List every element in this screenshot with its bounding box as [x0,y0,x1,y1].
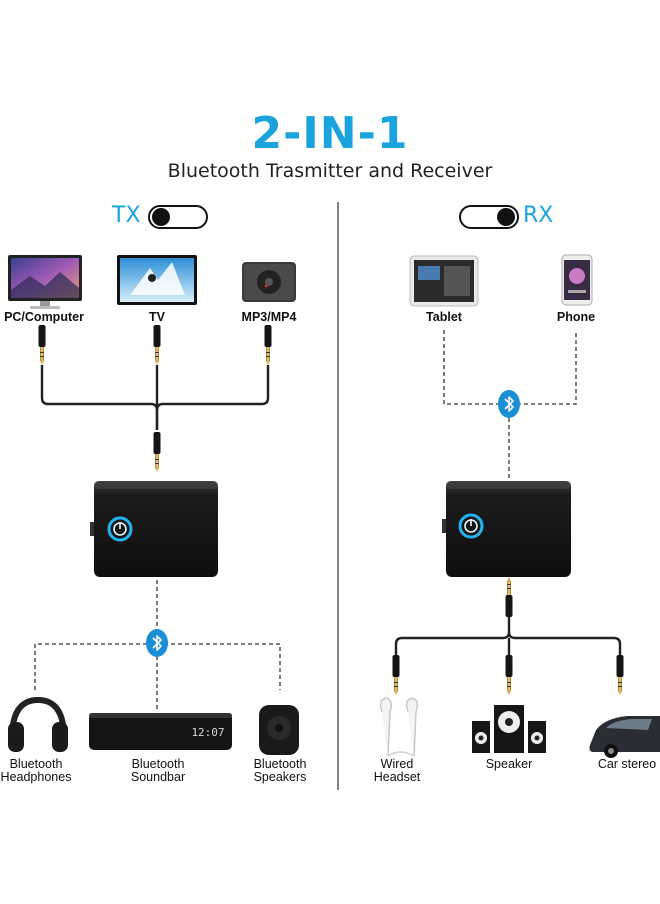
output-label-wired-headset: Wired Headset [373,757,421,784]
rx-output-cables [394,617,622,655]
source-label-phone: Phone [556,310,596,324]
car-icon [589,716,660,758]
source-label-tv: TV [149,310,165,324]
bluetooth-icon [497,389,521,419]
toggle-knob [497,208,515,226]
tablet-icon [409,255,479,307]
soundbar-icon [89,713,232,750]
page-subtitle: Bluetooth Trasmitter and Receiver [167,160,493,182]
tx-adapter-device [90,481,218,577]
earphones-icon [379,697,419,757]
soundbar-display: 12:07 [191,726,224,739]
monitor-icon [8,255,82,309]
output-label-speakers: Bluetooth Speakers [253,757,307,784]
output-label-headphones: Bluetooth Headphones [0,757,72,784]
speaker-icon [259,705,299,755]
rx-mode-toggle[interactable] [459,205,519,229]
toggle-knob [152,208,170,226]
tv-icon [117,255,197,305]
source-label-pc: PC/Computer [4,310,84,324]
output-label-soundbar: Bluetooth Soundbar [130,757,186,784]
source-label-tablet: Tablet [426,310,462,324]
phone-icon [561,254,593,306]
tx-input-cables [40,365,270,430]
rx-adapter-device [442,481,571,577]
rx-mode-label: RX [523,203,554,228]
tx-mode-toggle[interactable] [148,205,208,229]
output-label-car-stereo: Car stereo [597,757,657,771]
source-label-mp3: MP3/MP4 [241,310,297,324]
tx-mode-label: TX [112,203,141,228]
bluetooth-icon [145,628,169,658]
headphones-icon [8,696,68,752]
output-label-speaker: Speaker [485,757,533,771]
speaker-system-icon [472,705,546,753]
page-title: 2-IN-1 [251,108,409,159]
mp3-player-icon [242,262,296,302]
